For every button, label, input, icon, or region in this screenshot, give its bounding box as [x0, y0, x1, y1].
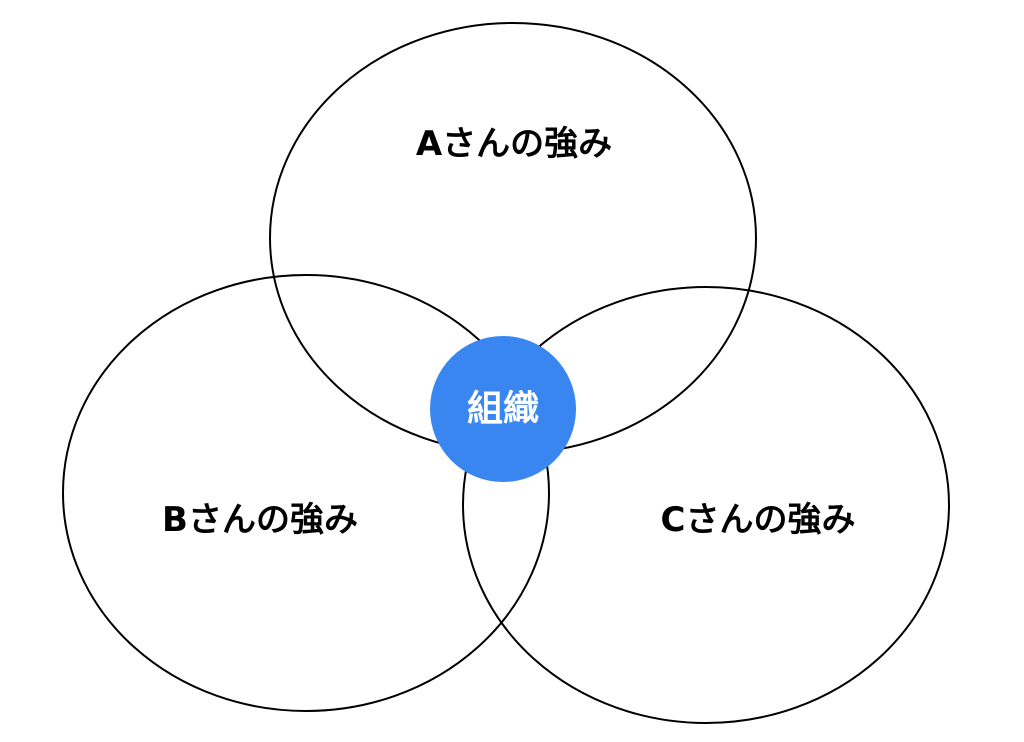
- set-b-label: Bさんの強み: [162, 500, 358, 540]
- set-a-label: Aさんの強み: [416, 124, 612, 164]
- set-c-label: Cさんの強み: [661, 500, 856, 540]
- set-c-circle: [462, 286, 950, 724]
- set-b-circle: [62, 274, 550, 712]
- center-badge: [430, 336, 576, 482]
- center-label: 組織: [467, 389, 539, 430]
